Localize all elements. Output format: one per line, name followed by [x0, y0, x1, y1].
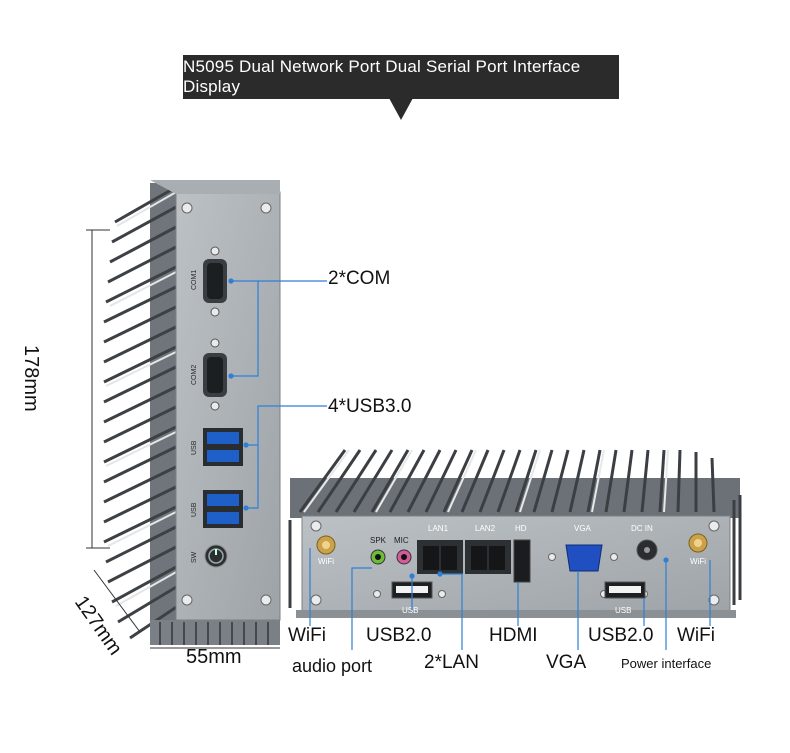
- callout-lan: 2*LAN: [424, 652, 479, 673]
- lan2-label: LAN2: [475, 524, 496, 533]
- callout-audio-port: audio port: [292, 656, 373, 676]
- banner-pointer: [389, 98, 413, 120]
- audio-jacks: [370, 549, 412, 565]
- lan-ports: [417, 540, 511, 574]
- callout-power-interface: Power interface: [621, 656, 712, 671]
- sw-label: SW: [191, 551, 198, 563]
- com2-port: [203, 338, 227, 411]
- dimension-height: 178mm: [20, 345, 42, 412]
- com2-label: COM2: [191, 365, 198, 385]
- com1-label: COM1: [191, 270, 198, 290]
- wifi-connector-left: [316, 535, 336, 555]
- hd-label: HD: [515, 524, 527, 533]
- tall-unit: COM1 COM2 USB USB SW: [103, 180, 281, 645]
- leader-lines-wide: [309, 548, 711, 650]
- callout-com: 2*COM: [328, 268, 391, 289]
- dc-in-port: [636, 539, 658, 561]
- leader-lines-tall: [228, 278, 327, 511]
- dcin-label: DC IN: [631, 524, 653, 533]
- com1-port: [203, 246, 227, 317]
- banner-title: N5095 Dual Network Port Dual Serial Port…: [183, 55, 619, 99]
- callout-usb2-right: USB2.0: [588, 625, 654, 646]
- wifi-front-left-label: WiFi: [318, 557, 334, 566]
- hdmi-port: [513, 539, 531, 583]
- spk-label: SPK: [370, 536, 387, 545]
- callout-wifi-left: WiFi: [288, 625, 326, 646]
- wide-unit: WiFi WiFi SPK MIC LAN1 LAN2 HD VGA DC IN…: [288, 449, 742, 618]
- callout-usb2-left: USB2.0: [366, 625, 432, 646]
- usb-front-left-label: USB: [402, 606, 418, 615]
- callout-wifi-right: WiFi: [677, 625, 715, 646]
- vga-panel-label: VGA: [574, 524, 592, 533]
- usb-label-a: USB: [191, 440, 198, 455]
- callout-vga: VGA: [546, 652, 587, 673]
- wifi-front-right-label: WiFi: [690, 557, 706, 566]
- mic-label: MIC: [394, 536, 409, 545]
- callout-hdmi: HDMI: [489, 625, 538, 646]
- power-button: [204, 544, 228, 568]
- dimension-lines: [86, 229, 280, 649]
- lan1-label: LAN1: [428, 524, 449, 533]
- usb3-ports: [203, 428, 243, 528]
- usb-label-b: USB: [191, 502, 198, 517]
- usb-front-right-label: USB: [615, 606, 631, 615]
- dimension-width: 55mm: [186, 646, 242, 668]
- callout-usb3: 4*USB3.0: [328, 396, 412, 417]
- wifi-connector-right: [688, 533, 708, 553]
- vga-port: [548, 544, 618, 572]
